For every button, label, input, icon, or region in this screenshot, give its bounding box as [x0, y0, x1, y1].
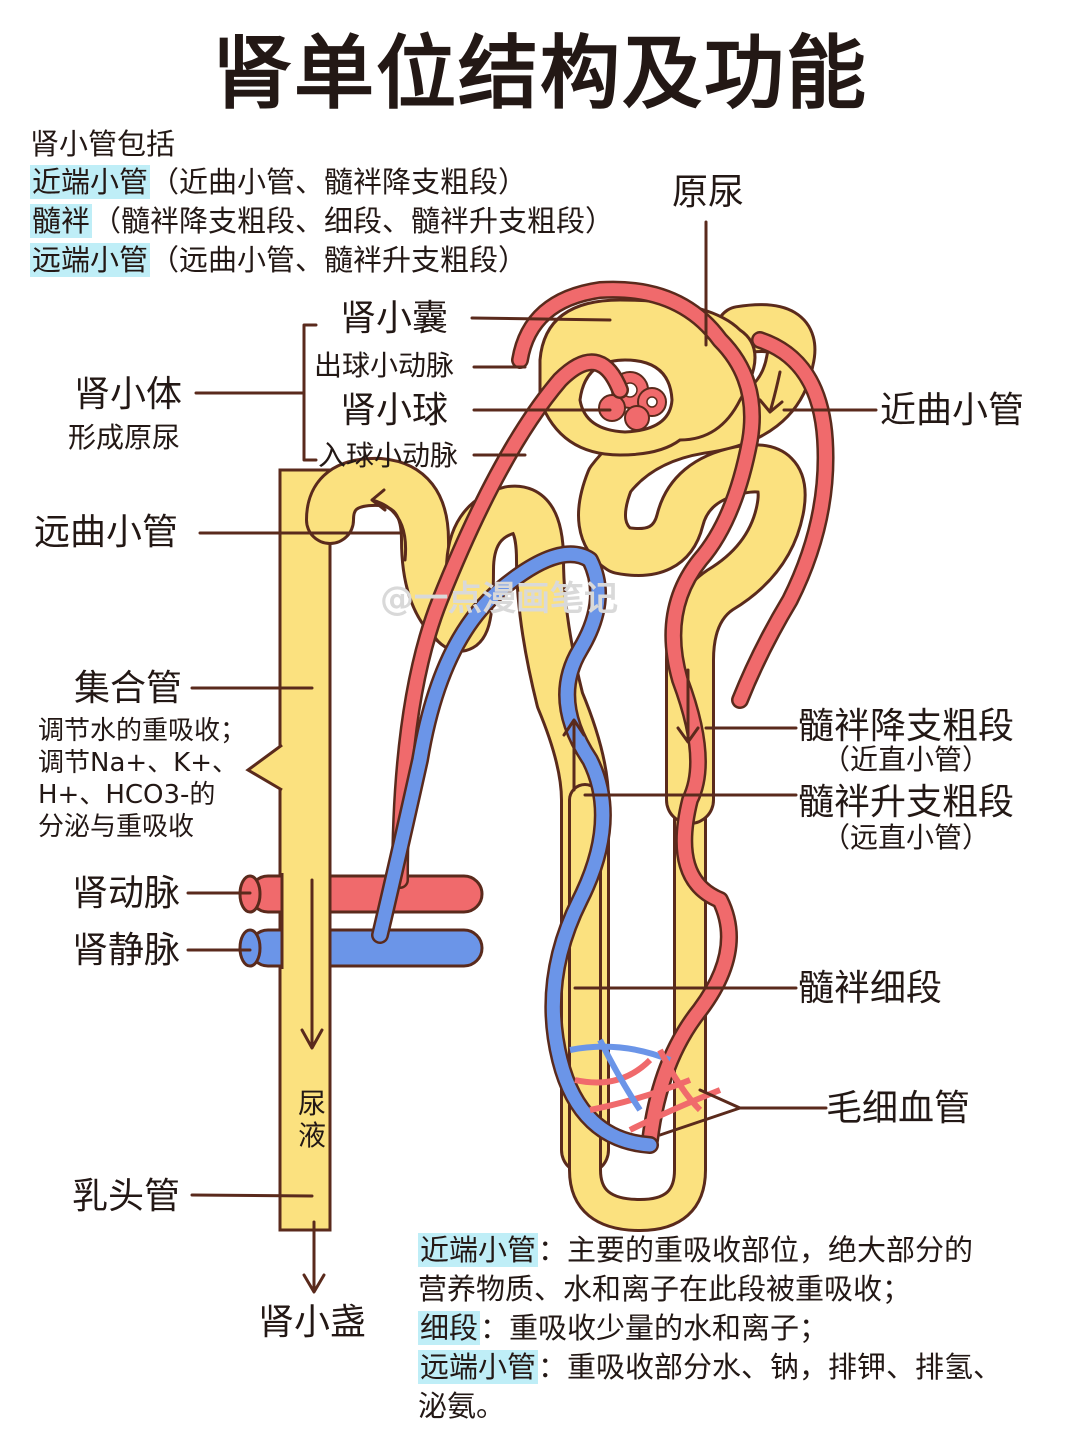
intro-desc: （髓袢降支粗段、细段、髓袢升支粗段）	[92, 204, 615, 238]
label-thin-segment: 髓袢细段	[798, 968, 943, 1009]
label-proximal-convoluted: 近曲小管	[880, 390, 1025, 431]
label-minor-calyx: 肾小盏	[258, 1302, 367, 1343]
bottom-note: 近端小管：主要的重吸收部位，绝大部分的	[418, 1233, 974, 1267]
bottom-note-text: ：重吸收少量的水和离子；	[480, 1311, 829, 1345]
collecting-duct-note-line: H+、HCO3-的	[38, 780, 216, 810]
label-urine-1: 尿	[298, 1087, 327, 1120]
label-afferent-arteriole: 入球小动脉	[318, 439, 459, 472]
label-primary-urine: 原尿	[672, 172, 745, 213]
label-urine-2: 液	[298, 1119, 327, 1152]
bottom-note-text: 营养物质、水和离子在此段被重吸收；	[418, 1272, 912, 1306]
label-descending-thick: 髓袢降支粗段	[798, 706, 1015, 747]
intro-term: 远端小管	[30, 243, 151, 277]
distal-convoluted-tubule	[305, 456, 480, 650]
renal-artery	[238, 874, 484, 914]
flow-arrows	[300, 370, 784, 1294]
renal-vein	[238, 928, 484, 968]
label-renal-corpuscle: 肾小体	[74, 374, 183, 415]
page-title: 肾单位结构及功能	[212, 27, 868, 120]
label-glomerulus: 肾小球	[340, 390, 449, 431]
arteriole-vessel	[391, 280, 835, 1149]
collecting-duct-note-line: 调节Na+、K+、	[38, 748, 239, 778]
watermark: @一点漫画笔记	[380, 579, 618, 619]
bottom-note: 泌氨。	[418, 1389, 506, 1423]
label-ascending-thick: 髓袢升支粗段	[798, 782, 1015, 823]
label-collecting-duct: 集合管	[74, 668, 183, 709]
bottom-note: 细段：重吸收少量的水和离子；	[418, 1311, 829, 1345]
label-bowman-capsule: 肾小囊	[340, 298, 449, 339]
label-descending-thick-sub: （近直小管）	[822, 743, 991, 776]
intro-row: 远端小管（远曲小管、髓袢升支粗段）	[30, 243, 528, 277]
bottom-note-text: ：主要的重吸收部位，绝大部分的	[538, 1233, 974, 1267]
intro-desc: （远曲小管、髓袢升支粗段）	[150, 243, 528, 277]
label-efferent-arteriole: 出球小动脉	[314, 349, 455, 382]
label-renal-corpuscle-sub: 形成原尿	[68, 421, 181, 454]
collecting-duct	[245, 468, 347, 1232]
intro-row: 髓袢（髓袢降支粗段、细段、髓袢升支粗段）	[30, 204, 615, 238]
bottom-note-text: ：重吸收部分水、钠，排钾、排氢、	[538, 1350, 1003, 1384]
intro-desc: （近曲小管、髓袢降支粗段）	[150, 165, 528, 199]
bottom-note: 营养物质、水和离子在此段被重吸收；	[418, 1272, 912, 1306]
label-capillary: 毛细血管	[826, 1088, 971, 1129]
intro-row: 近端小管（近曲小管、髓袢降支粗段）	[30, 165, 528, 199]
bottom-note-term: 细段	[418, 1311, 481, 1345]
vein-vessel	[371, 545, 659, 1154]
intro-term: 近端小管	[30, 165, 151, 199]
label-renal-artery: 肾动脉	[72, 873, 181, 914]
label-papillary-duct: 乳头管	[72, 1176, 181, 1217]
intro-heading: 肾小管包括	[30, 127, 176, 161]
label-distal-convoluted: 远曲小管	[34, 512, 179, 553]
bottom-note-term: 远端小管	[418, 1350, 539, 1384]
label-renal-vein: 肾静脉	[72, 930, 181, 971]
collecting-duct-note-line: 调节水的重吸收；	[38, 716, 247, 746]
bottom-note-text: 泌氨。	[418, 1389, 506, 1423]
bottom-note: 远端小管：重吸收部分水、钠，排钾、排氢、	[418, 1350, 1003, 1384]
label-ascending-thick-sub: （远直小管）	[822, 821, 991, 854]
leader-lines	[186, 220, 878, 1198]
loop-of-henle	[568, 783, 707, 1232]
collecting-duct-note-line: 分泌与重吸收	[38, 812, 195, 842]
bottom-note-term: 近端小管	[418, 1233, 539, 1267]
intro-term: 髓袢	[30, 204, 93, 238]
